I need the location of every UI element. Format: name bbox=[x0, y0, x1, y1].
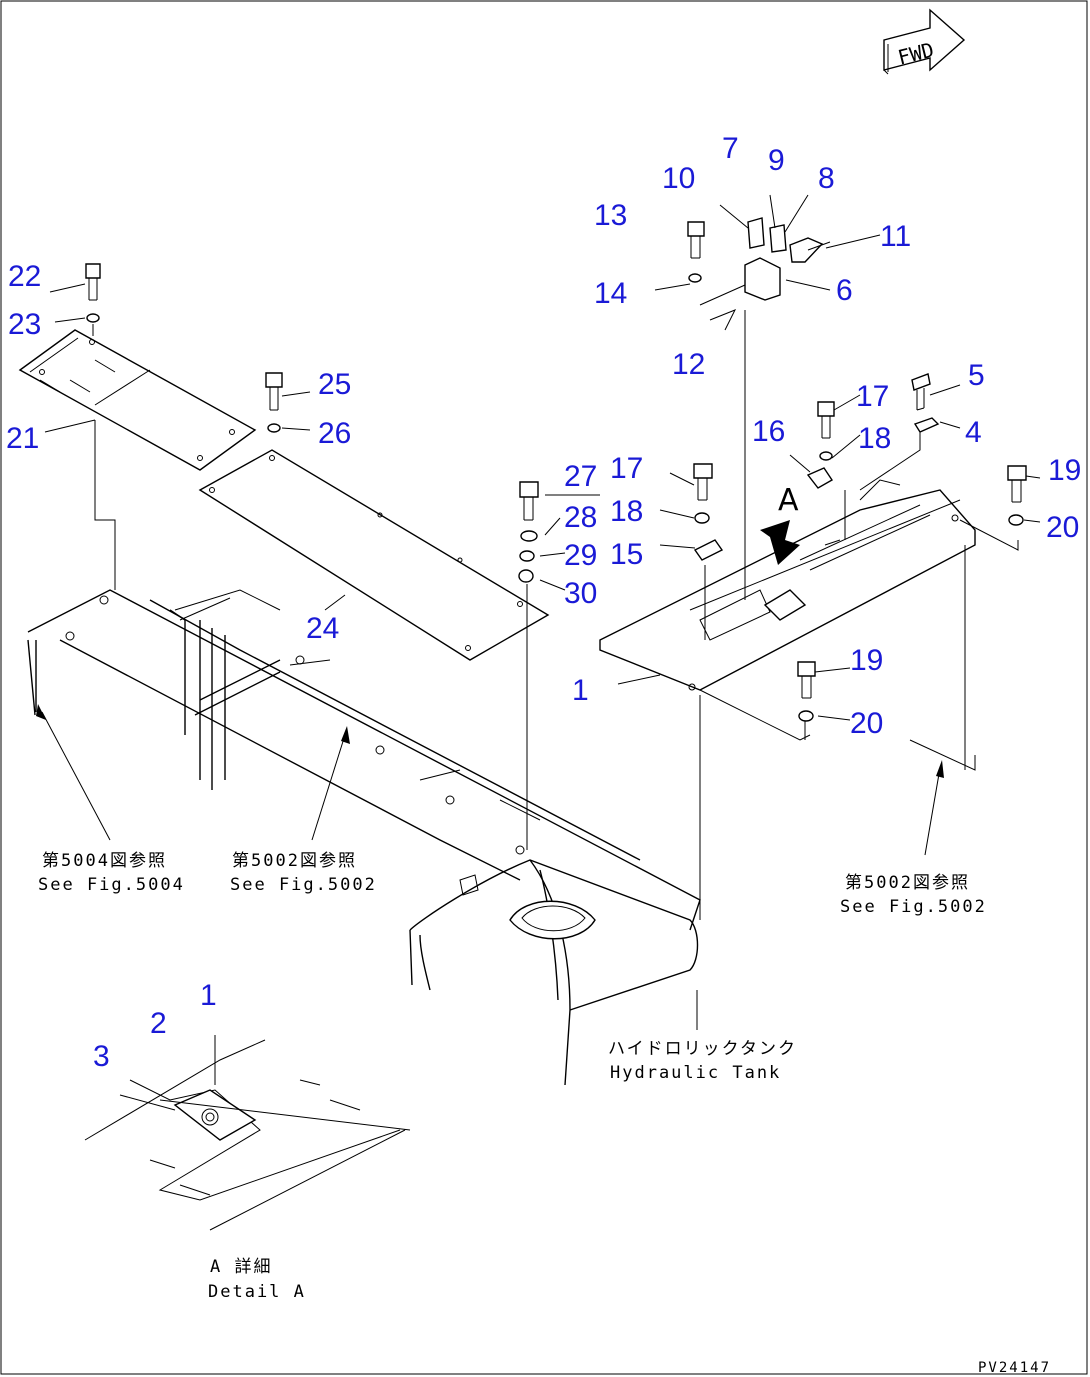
ref-fig5002b-en: See Fig.5002 bbox=[840, 897, 987, 917]
ref-tank-jp: ハイドロリックタンク bbox=[608, 1039, 797, 1059]
drawing-code: PV24147 bbox=[978, 1360, 1051, 1376]
bolt-19-lower bbox=[797, 661, 816, 699]
callout-3: 3 bbox=[93, 1040, 110, 1073]
bolt-19-right bbox=[1007, 465, 1027, 503]
ref-fig5002-en: See Fig.5002 bbox=[230, 875, 377, 895]
callout-22: 22 bbox=[8, 260, 41, 293]
ref-fig5002b-jp: 第5002図参照 bbox=[845, 873, 970, 893]
forward-arrow-icon: FWD bbox=[883, 8, 966, 75]
frame-structure bbox=[27, 420, 701, 931]
callout-19-right: 19 bbox=[1048, 454, 1081, 487]
bolt-17-upper bbox=[817, 401, 835, 439]
ref-detail-jp: A 詳細 bbox=[210, 1257, 272, 1277]
plate-21 bbox=[18, 329, 257, 471]
bolt-17-mid bbox=[693, 463, 713, 501]
washer-14 bbox=[688, 273, 702, 283]
bolt-13 bbox=[687, 221, 705, 259]
ref-fig5004-jp: 第5004図参照 bbox=[42, 851, 167, 871]
callout-26: 26 bbox=[318, 417, 351, 450]
callout-8: 8 bbox=[818, 162, 835, 195]
plate-1 bbox=[599, 479, 976, 691]
leader-lines bbox=[44, 234, 1041, 721]
callout-1: 1 bbox=[572, 674, 589, 707]
callout-5: 5 bbox=[968, 359, 985, 392]
detail-a-view bbox=[84, 1035, 411, 1231]
ref-detail-en: Detail A bbox=[208, 1282, 306, 1302]
callout-23: 23 bbox=[8, 308, 41, 341]
washer-23 bbox=[86, 313, 100, 323]
ref-fig5002-jp: 第5002図参照 bbox=[232, 851, 357, 871]
callout-10: 10 bbox=[662, 162, 695, 195]
callout-28: 28 bbox=[564, 501, 597, 534]
plate-24 bbox=[198, 449, 550, 661]
bracket-assembly bbox=[699, 194, 831, 331]
callout-19-lower: 19 bbox=[850, 644, 883, 677]
callout-24: 24 bbox=[306, 612, 339, 645]
callout-29: 29 bbox=[564, 539, 597, 572]
clip-4 bbox=[913, 417, 940, 433]
callout-11: 11 bbox=[880, 220, 911, 253]
callout-30: 30 bbox=[564, 577, 597, 610]
callout-12: 12 bbox=[672, 348, 705, 381]
washer-18-mid bbox=[694, 512, 710, 524]
callout-20-right: 20 bbox=[1046, 511, 1079, 544]
callout-20-lower: 20 bbox=[850, 707, 883, 740]
ref-tank-en: Hydraulic Tank bbox=[610, 1063, 781, 1083]
washer-29 bbox=[519, 550, 535, 562]
screw-5 bbox=[911, 373, 931, 411]
callout-18-upper: 18 bbox=[858, 422, 891, 455]
washer-28 bbox=[520, 530, 538, 542]
callout-17-mid: 17 bbox=[610, 452, 643, 485]
washer-18-upper bbox=[819, 451, 833, 461]
clip-15 bbox=[693, 539, 724, 561]
callout-14: 14 bbox=[594, 277, 627, 310]
washer-20-right bbox=[1008, 514, 1024, 526]
callout-15: 15 bbox=[610, 538, 643, 571]
callout-16: 16 bbox=[752, 415, 785, 448]
callout-17-upper: 17 bbox=[856, 380, 889, 413]
bolt-25 bbox=[265, 372, 283, 411]
callout-25: 25 bbox=[318, 368, 351, 401]
callout-21: 21 bbox=[6, 422, 39, 455]
bolt-27 bbox=[519, 481, 539, 521]
clip-16 bbox=[806, 467, 833, 489]
washer-30 bbox=[518, 569, 534, 583]
callout-2: 2 bbox=[150, 1007, 167, 1040]
washer-20-lower bbox=[798, 710, 814, 722]
callout-13: 13 bbox=[594, 199, 627, 232]
callout-6: 6 bbox=[836, 274, 853, 307]
detail-a-marker: A bbox=[778, 483, 799, 518]
callout-27: 27 bbox=[564, 460, 597, 493]
bolt-22 bbox=[85, 263, 101, 301]
ref-fig5004-en: See Fig.5004 bbox=[38, 875, 185, 895]
callout-1-detail: 1 bbox=[200, 979, 217, 1012]
hydraulic-tank bbox=[409, 859, 699, 1086]
callout-4: 4 bbox=[965, 416, 982, 449]
callout-7: 7 bbox=[722, 132, 739, 165]
washer-26 bbox=[267, 423, 281, 433]
detail-a-arrow-icon: A bbox=[760, 483, 800, 565]
reference-arrows bbox=[36, 704, 944, 1030]
callout-9: 9 bbox=[768, 144, 785, 177]
callout-18-mid: 18 bbox=[610, 495, 643, 528]
